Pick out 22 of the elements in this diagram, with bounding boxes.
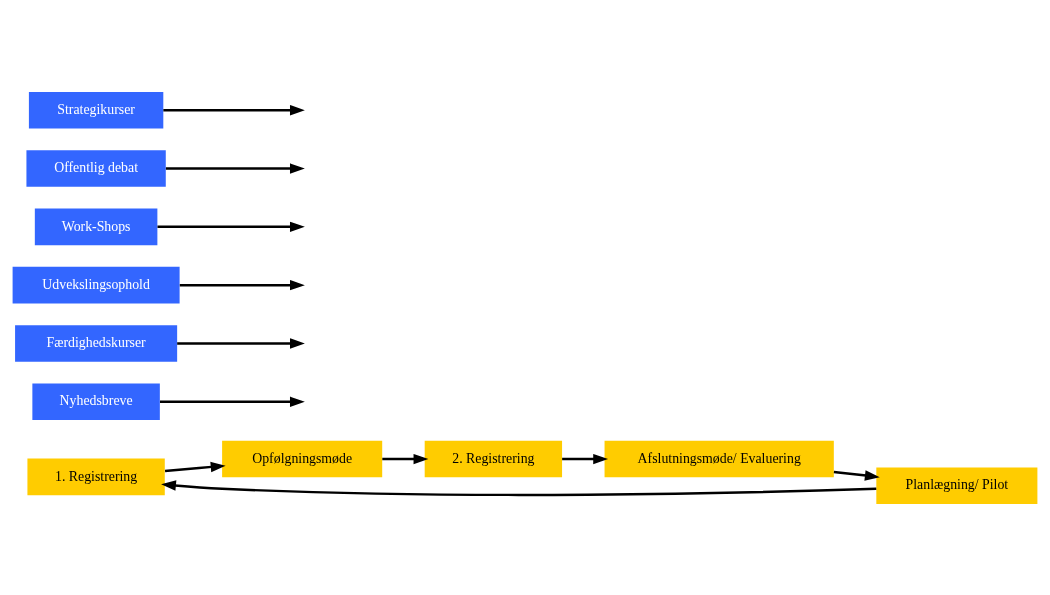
- arrow: [179, 279, 305, 290]
- arrow: [165, 162, 305, 174]
- node-box: Work-Shops: [34, 208, 158, 245]
- node-box: Nyhedsbreve: [32, 383, 160, 420]
- node-box: 2. Registrering: [424, 440, 563, 477]
- arrow: [164, 461, 226, 472]
- node-box: Offentlig debat: [26, 149, 166, 187]
- arrow: [161, 479, 877, 496]
- node-box: 1. Registrering: [27, 458, 165, 495]
- arrow: [562, 453, 609, 464]
- node-box: Strategikurser: [28, 91, 164, 128]
- arrow: [833, 469, 880, 481]
- node-box: Opfølgningsmøde: [222, 440, 383, 477]
- arrow: [160, 396, 305, 407]
- arrow: [157, 221, 305, 232]
- node-box: Udvekslingsophold: [12, 266, 180, 303]
- arrow: [382, 453, 429, 464]
- arrow: [177, 337, 305, 349]
- node-box: Planlægning/ Pilot: [876, 467, 1038, 504]
- node-box: Færdighedskurser: [15, 324, 178, 362]
- arrow: [163, 104, 305, 115]
- node-box: Afslutningsmøde/ Evaluering: [604, 440, 834, 477]
